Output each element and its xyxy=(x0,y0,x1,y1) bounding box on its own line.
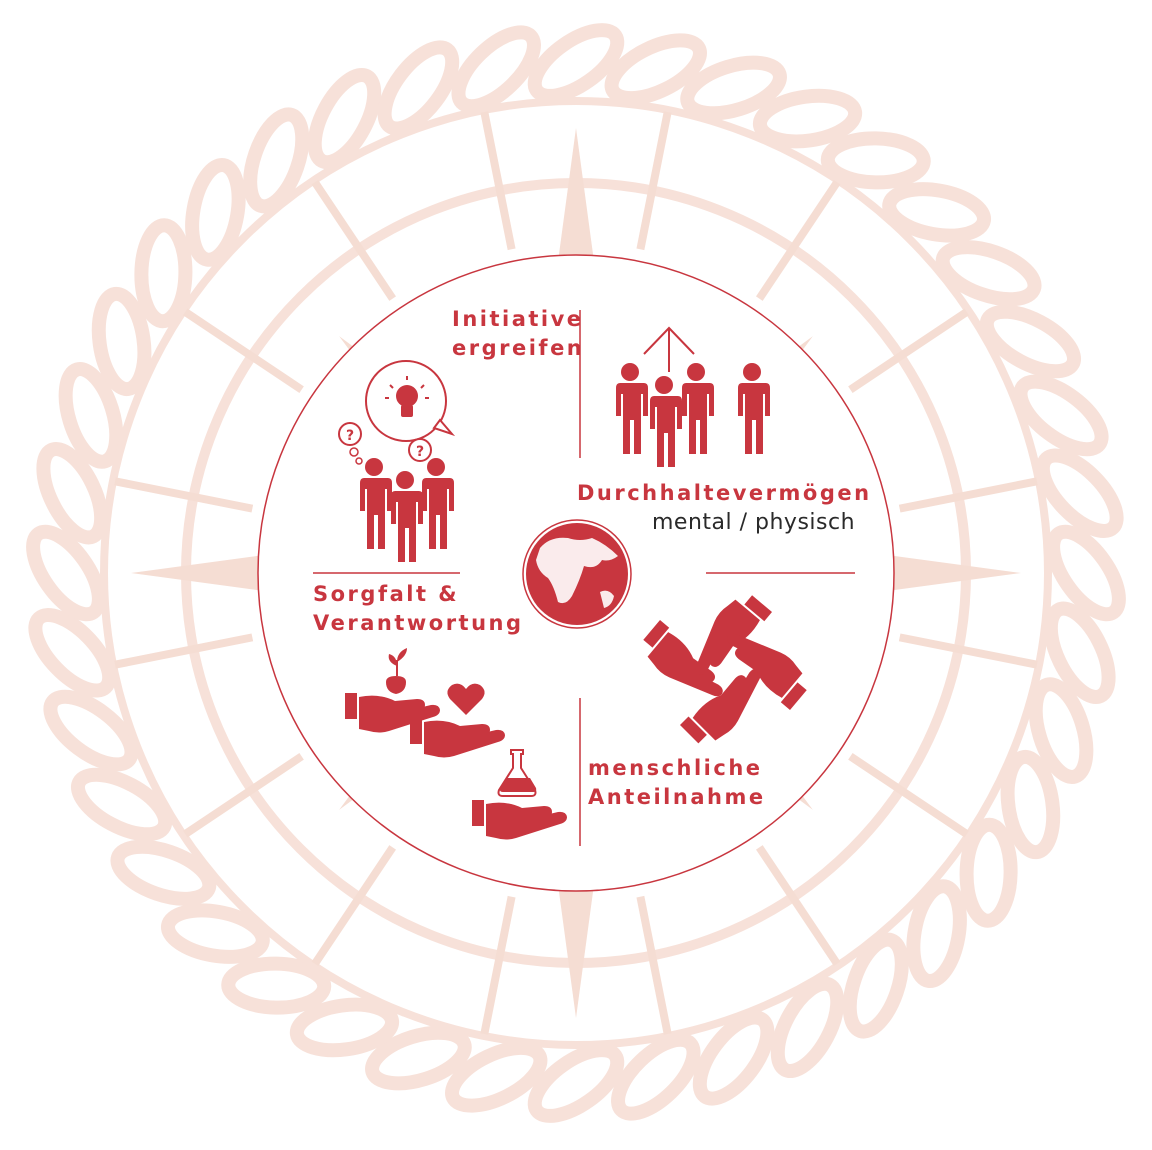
label-initiative-line1: Initiative xyxy=(452,307,584,331)
rope-link xyxy=(692,1010,775,1106)
rope-link xyxy=(1028,677,1094,784)
globe-icon xyxy=(522,519,632,629)
rope-link xyxy=(134,218,193,329)
rope-link xyxy=(820,131,931,190)
compass-spoke xyxy=(636,111,672,251)
rope-link xyxy=(58,362,124,469)
rope-ring xyxy=(26,23,1126,1123)
people-leader-arrow-icon xyxy=(616,326,770,467)
svg-text:?: ? xyxy=(416,444,424,460)
rope-link xyxy=(979,304,1082,379)
rope-link xyxy=(752,88,863,149)
lightbulb-icon xyxy=(385,376,429,417)
rope-link xyxy=(160,903,270,964)
rope-link xyxy=(365,1025,472,1091)
rope-link xyxy=(906,879,967,989)
label-sorgfalt-line1: Sorgfalt & xyxy=(313,582,460,606)
rope-inner-ring xyxy=(100,97,1052,1049)
rope-link xyxy=(243,107,310,214)
rope-link xyxy=(882,182,992,243)
label-initiative-line2: ergreifen xyxy=(452,336,585,360)
rope-link xyxy=(451,25,541,114)
rope-link xyxy=(1000,749,1061,860)
label-sorgfalt: Sorgfalt & Verantwortung xyxy=(313,580,524,638)
rope-link xyxy=(842,932,909,1039)
rope-link xyxy=(770,976,845,1079)
hand-plant-icon xyxy=(345,648,440,733)
label-durchhalte: Durchhaltevermögen xyxy=(577,479,872,508)
label-sorgfalt-line2: Verantwortung xyxy=(313,611,524,635)
compass-spoke xyxy=(848,753,970,838)
compass-spoke xyxy=(636,895,672,1035)
rope-link xyxy=(527,1043,625,1123)
rope-link xyxy=(91,286,152,397)
svg-text:?: ? xyxy=(346,428,354,444)
label-durchhalte-title: Durchhaltevermögen xyxy=(577,481,872,505)
rope-link xyxy=(28,608,117,698)
rope-link xyxy=(1035,448,1124,538)
rope-link xyxy=(110,839,217,906)
compass-spoke xyxy=(182,753,304,838)
rope-link xyxy=(1046,524,1126,622)
compass-spoke xyxy=(898,633,1038,669)
rope-link xyxy=(604,33,707,106)
rope-link xyxy=(527,23,625,103)
rope-link xyxy=(377,40,460,136)
rope-link xyxy=(1013,374,1109,457)
rope-link xyxy=(935,240,1042,307)
rope-link xyxy=(680,55,787,121)
compass-spoke xyxy=(756,845,841,967)
compass-spoke xyxy=(480,895,516,1035)
compass-spoke xyxy=(756,179,841,301)
compass-spoke xyxy=(114,633,254,669)
rope-link xyxy=(959,817,1018,928)
rope-link xyxy=(36,442,109,545)
label-anteilnahme: menschliche Anteilnahme xyxy=(588,754,766,812)
label-anteilnahme-line2: Anteilnahme xyxy=(588,785,766,809)
label-anteilnahme-line1: menschliche xyxy=(588,756,763,780)
rope-link xyxy=(185,157,246,267)
rope-link xyxy=(289,997,400,1058)
compass-spoke xyxy=(311,179,396,301)
compass-spoke xyxy=(311,845,396,967)
compass-spoke xyxy=(898,477,1038,513)
rope-link xyxy=(70,767,173,842)
rope-link xyxy=(43,689,139,772)
rope-link xyxy=(26,524,106,622)
compass-spoke xyxy=(480,111,516,251)
rope-link xyxy=(307,67,382,170)
rope-link xyxy=(221,956,332,1015)
compass-spoke xyxy=(182,308,304,393)
rope-link xyxy=(1043,601,1116,704)
rope-link xyxy=(611,1032,701,1121)
label-durchhalte-subtitle: mental / physisch xyxy=(652,510,856,535)
hand-flask-icon xyxy=(472,749,567,840)
compass-spoke xyxy=(114,477,254,513)
compass-spoke xyxy=(848,308,970,393)
people-with-idea-icon: ? ? xyxy=(338,360,456,562)
rope-link xyxy=(445,1040,548,1113)
label-initiative: Initiative ergreifen xyxy=(452,305,585,363)
hand-heart-icon xyxy=(410,683,505,758)
